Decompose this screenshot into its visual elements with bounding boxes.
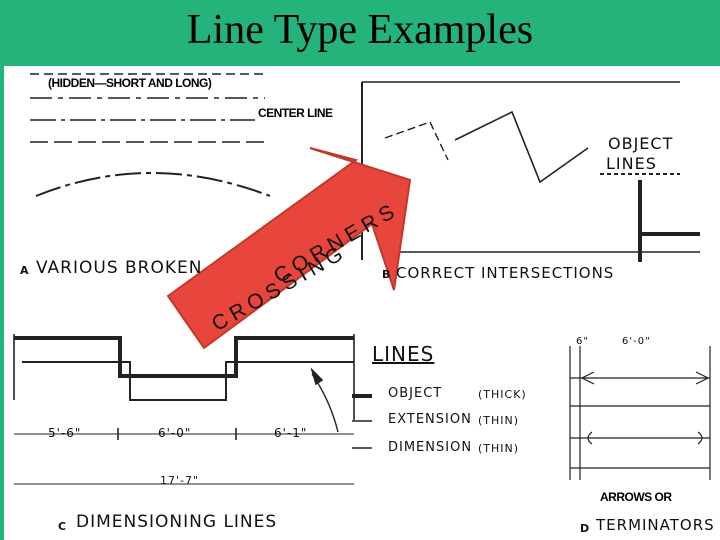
panel-d-letter: D: [580, 522, 591, 535]
dim-mid-label: 6'-0": [158, 426, 192, 440]
center-arc: [35, 172, 271, 197]
title-bar: [0, 0, 720, 66]
panel-b-caption: CORRECT INTERSECTIONS: [396, 264, 615, 282]
hidden-corner: [384, 121, 449, 161]
lines-row-extension-name: EXTENSION: [388, 412, 472, 427]
panel-b-letter: B: [382, 268, 392, 281]
lines-heading: LINES: [372, 342, 435, 366]
lines-row-dimension-name: DIMENSION: [388, 440, 473, 455]
arrowhead-open: [580, 371, 595, 385]
lines-row-extension-weight: (THIN): [478, 414, 520, 427]
section-top: [14, 336, 354, 378]
panel-a-lines: [30, 73, 271, 197]
hidden-lines-label: (HIDDEN—SHORT AND LONG): [48, 76, 212, 90]
object-lines-label-1: OBJECT: [608, 134, 674, 153]
panel-c-caption: DIMENSIONING LINES: [76, 512, 278, 532]
section-bottom: [22, 361, 354, 401]
dim-left-label: 5'-6": [48, 426, 82, 440]
panel-c-letter: C: [58, 520, 68, 533]
corners-arrow: [166, 147, 412, 350]
content-border: [0, 66, 720, 540]
dim-d-b-label: 6'-0": [622, 336, 651, 347]
arrowhead-curve-r: [697, 431, 703, 445]
arrowhead-open-r: [695, 371, 710, 385]
dim-right-label: 6'-1": [274, 426, 308, 440]
dim-d-a-label: 6": [576, 336, 589, 347]
lines-table-arrows: [352, 394, 372, 449]
panel-d-caption: TERMINATORS: [596, 516, 715, 534]
dim-total-label: 17'-7": [160, 474, 200, 487]
arrowhead-curve: [587, 431, 593, 445]
lines-row-dimension-weight: (THIN): [478, 442, 520, 455]
panel-a-letter: A: [20, 264, 30, 277]
lines-row-object-name: OBJECT: [388, 386, 443, 401]
panel-d-drawing: [569, 346, 711, 480]
arrows-or-label: ARROWS OR: [600, 490, 672, 504]
object-lines-label-2: LINES: [606, 154, 657, 173]
slide-title: Line Type Examples: [186, 7, 534, 53]
panel-c-drawing: [13, 334, 355, 485]
leader-arrowhead: [310, 367, 324, 386]
lines-row-object-weight: (THICK): [478, 388, 527, 401]
center-line-label: CENTER LINE: [258, 106, 333, 120]
object-zigzag: [454, 110, 589, 184]
panel-a-caption: VARIOUS BROKEN: [36, 258, 203, 278]
